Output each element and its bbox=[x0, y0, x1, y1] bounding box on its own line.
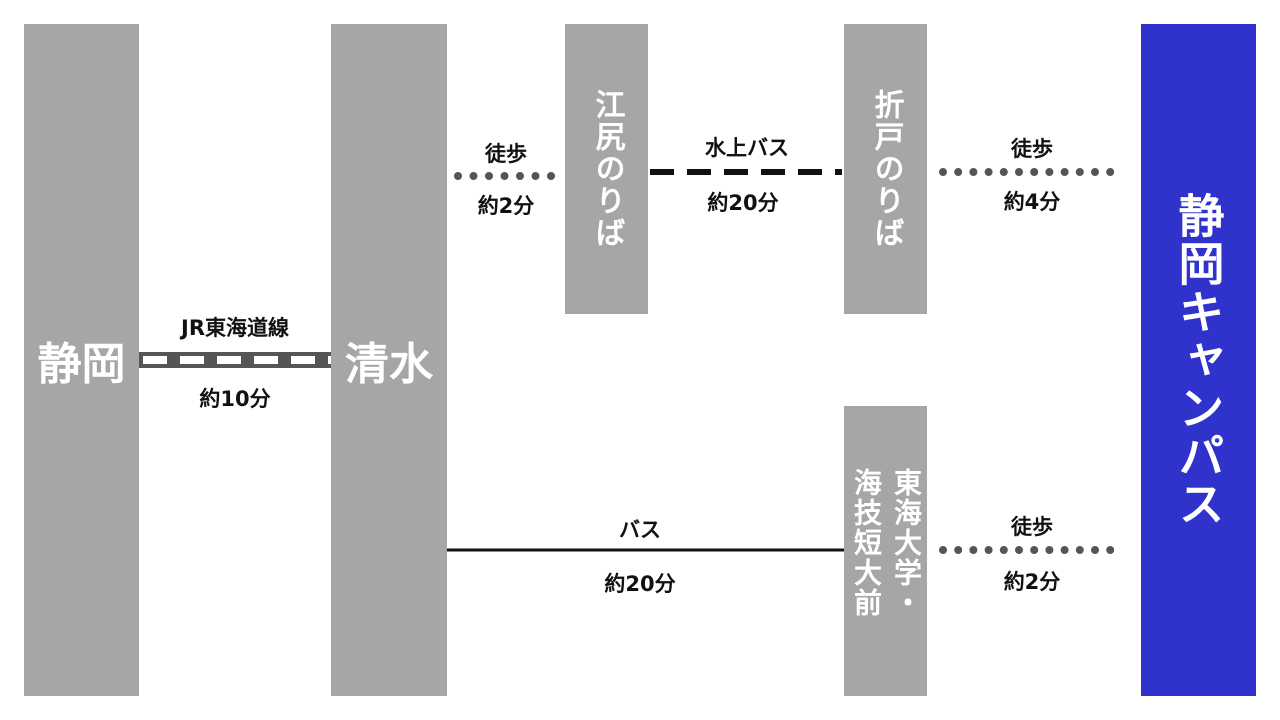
station-shimizu-label: 清水 bbox=[345, 339, 433, 390]
destination-shizuoka-campus: 静岡キャンパス bbox=[1141, 24, 1256, 696]
station-tankidai-label-line1: 東海大学・ bbox=[890, 468, 923, 618]
walk-ejiri-name: 徒歩 bbox=[485, 142, 527, 166]
station-orido-label: 折戸のりば bbox=[868, 89, 904, 249]
station-ejiri-pier: 江尻のりば bbox=[565, 24, 648, 314]
walk-ejiri-time: 約2分 bbox=[477, 194, 535, 218]
station-ejiri-label: 江尻のりば bbox=[589, 89, 625, 249]
walk-tankidai-time: 約2分 bbox=[1003, 570, 1061, 594]
walk-tankidai-name: 徒歩 bbox=[1011, 515, 1053, 539]
water-bus-name: 水上バス bbox=[705, 136, 789, 160]
station-tokai-univ-kaigi-tandai-mae: 東海大学・ 海技短大前 bbox=[844, 406, 927, 696]
station-shimizu: 清水 bbox=[331, 24, 447, 696]
station-orido-pier: 折戸のりば bbox=[844, 24, 927, 314]
water-bus-time: 約20分 bbox=[707, 191, 779, 215]
bus-name: バス bbox=[619, 518, 661, 542]
walk-orido-name: 徒歩 bbox=[1011, 137, 1053, 161]
walk-orido-time: 約4分 bbox=[1003, 190, 1061, 214]
destination-campus-label: 静岡キャンパス bbox=[1171, 192, 1226, 528]
station-shizuoka: 静岡 bbox=[24, 24, 139, 696]
station-tankidai-label-line2: 海技短大前 bbox=[850, 468, 883, 618]
station-shizuoka-label: 静岡 bbox=[37, 339, 126, 390]
bus-time: 約20分 bbox=[604, 572, 676, 596]
jr-line-time: 約10分 bbox=[199, 387, 271, 411]
jr-line-name: JR東海道線 bbox=[181, 316, 289, 340]
